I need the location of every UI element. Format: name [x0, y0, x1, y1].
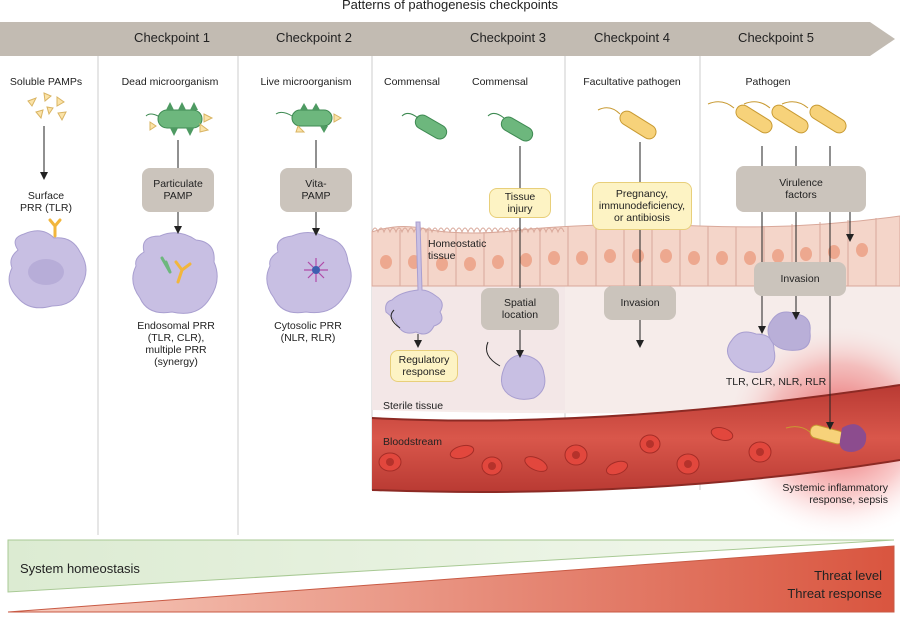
sterile-tissue-label: Sterile tissue: [383, 400, 444, 412]
immune-cell-surface-prr: [8, 218, 87, 309]
checkpoint-1-label: Checkpoint 1: [134, 30, 210, 45]
soluble-pamp-triangles: [27, 92, 67, 122]
particulate-pamp-box: Particulate PAMP: [142, 168, 214, 212]
dendritic-cell: [385, 221, 443, 335]
immune-cell-endosomal-prr: [132, 232, 218, 314]
pathogen-bacteria: [707, 101, 847, 134]
facultative-pathogen-label: Facultative pathogen: [583, 76, 681, 88]
threat-response-label: Threat response: [787, 586, 882, 601]
vita-pamp-box: Vita- PAMP: [280, 168, 352, 212]
live-microorganism-label: Live microorganism: [260, 76, 352, 88]
invasion-box-4: Invasion: [604, 286, 676, 320]
checkpoint-4-label: Checkpoint 4: [594, 30, 670, 45]
system-homeostasis-label: System homeostasis: [20, 561, 140, 576]
threat-level-label: Threat level: [814, 568, 882, 583]
bloodstream-pathogen: [785, 424, 867, 452]
dead-microorganism: [145, 102, 214, 136]
cytosolic-prr-label: Cytosolic PRR (NLR, RLR): [274, 320, 342, 344]
regulatory-response-box: Regulatory response: [390, 350, 458, 382]
virulence-factors-box: Virulence factors: [736, 166, 866, 212]
tissue-injury-box: Tissue injury: [489, 188, 551, 218]
endosomal-prr-label: Endosomal PRR (TLR, CLR), multiple PRR (…: [137, 320, 215, 368]
surface-prr-label: Surface PRR (TLR): [20, 190, 72, 214]
receptors-label: TLR, CLR, NLR, RLR: [725, 376, 827, 388]
threat-band: [7, 545, 895, 613]
spatial-location-box: Spatial location: [481, 288, 559, 330]
commensal-bacterium-a: [401, 112, 448, 140]
blood-vessel: [371, 384, 900, 493]
phagocyte-spatial: [501, 354, 546, 400]
checkpoint-5-label: Checkpoint 5: [738, 30, 814, 45]
homeostatic-tissue-label: Homeostatic tissue: [428, 238, 487, 262]
live-microorganism: [275, 103, 343, 133]
homeostasis-band: [7, 539, 895, 593]
diagram-title: Patterns of pathogenesis checkpoints: [341, 0, 559, 12]
commensal-label-b: Commensal: [471, 76, 529, 88]
facultative-pathogen-bacterium: [597, 107, 657, 140]
invasion-box-5: Invasion: [754, 262, 846, 296]
commensal-bacterium-b: [487, 112, 534, 142]
immune-cell-cytosolic-prr: [266, 232, 352, 314]
red-blood-cells: [378, 427, 772, 476]
bloodstream-label: Bloodstream: [383, 436, 442, 448]
dead-microorganism-label: Dead microorganism: [121, 76, 219, 88]
commensal-label-a: Commensal: [383, 76, 441, 88]
pregnancy-immunodeficiency-box: Pregnancy, immunodeficiency, or antibios…: [592, 182, 692, 230]
checkpoint-2-label: Checkpoint 2: [276, 30, 352, 45]
checkpoint-arrow-band: [0, 22, 895, 56]
pathogen-label: Pathogen: [745, 76, 791, 88]
systemic-response-label: Systemic inflammatory response, sepsis: [782, 482, 888, 506]
soluble-pamps-label: Soluble PAMPs: [9, 76, 83, 88]
phagocytes-invasion: [727, 311, 811, 373]
checkpoint-3-label: Checkpoint 3: [470, 30, 546, 45]
